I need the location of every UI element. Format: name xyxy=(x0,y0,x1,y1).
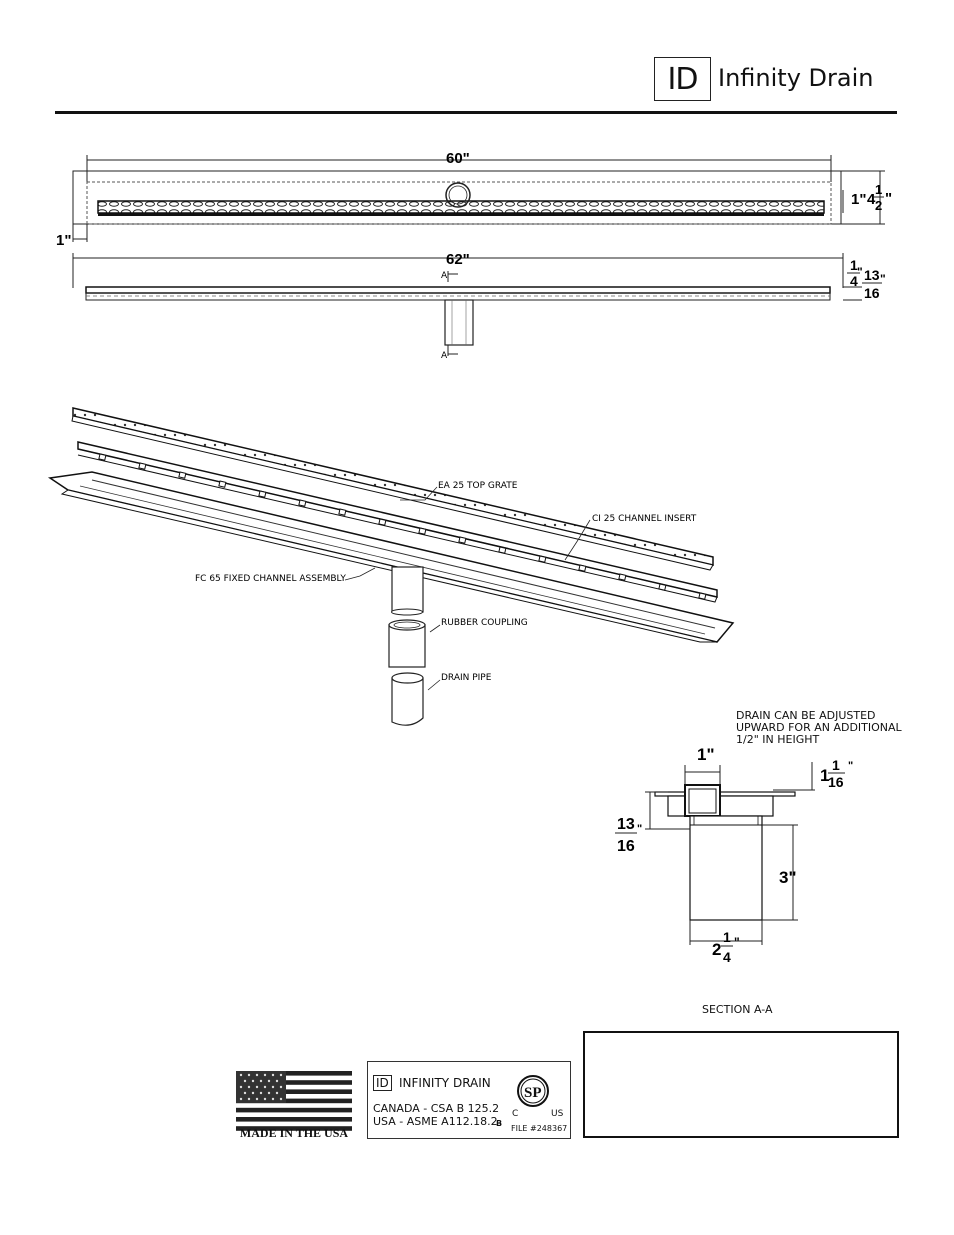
dim-4-unit: " xyxy=(885,190,892,207)
section-view: 1" 1 1 16 " 13 16 " 3" 2 xyxy=(615,745,853,965)
label-fixed-channel: FC 65 FIXED CHANNEL ASSEMBLY xyxy=(195,574,346,584)
header-rule xyxy=(55,111,897,114)
cert-c-mark: C xyxy=(512,1109,519,1119)
us-flag-icon xyxy=(236,1071,352,1131)
section-dim-width-den: 4 xyxy=(723,949,731,965)
exploded-view: EA 25 TOP GRATE CI 25 CHANNEL INSERT FC … xyxy=(47,407,735,726)
top-view: 60" 1" 1" 4 1 2 " xyxy=(56,150,892,249)
logo-mark-text: ID xyxy=(667,61,699,97)
section-note-line1: DRAIN CAN BE ADJUSTED xyxy=(736,709,876,722)
section-note-line2: UPWARD FOR AN ADDITIONAL xyxy=(736,721,902,734)
label-channel-insert: CI 25 CHANNEL INSERT xyxy=(592,514,697,524)
cert-logo-mark: ID xyxy=(373,1075,392,1091)
section-dim-height: 3" xyxy=(779,868,797,887)
section-dim-left-unit: " xyxy=(637,823,642,835)
dim-1-left: 1" xyxy=(56,232,71,249)
made-in-usa-label: MADE IN THE USA xyxy=(239,1126,349,1140)
certification-box: ID INFINITY DRAIN CANADA - CSA B 125.2 U… xyxy=(367,1061,571,1139)
brand-name: Infinity Drain xyxy=(718,64,874,92)
dim-62: 62" xyxy=(446,251,470,268)
section-dim-right-whole: 1 xyxy=(820,766,829,785)
section-dim-left-num: 13 xyxy=(617,816,635,833)
label-drain-pipe: DRAIN PIPE xyxy=(441,673,492,683)
label-top-grate: EA 25 TOP GRATE xyxy=(438,481,518,491)
section-note-line3: 1/2" IN HEIGHT xyxy=(736,733,820,746)
dim-side-2-num: 13 xyxy=(864,267,880,283)
dim-4-whole: 4 xyxy=(867,191,876,208)
section-dim-width-whole: 2 xyxy=(712,940,721,959)
section-mark-top: A xyxy=(441,271,448,281)
dim-60: 60" xyxy=(446,150,470,167)
section-dim-right-num: 1 xyxy=(832,757,840,773)
dim-side-1-den: 4 xyxy=(850,273,858,289)
dim-side-1-num: 1 xyxy=(850,257,858,273)
section-dim-width-num: 1 xyxy=(723,929,731,945)
cert-line-canada: CANADA - CSA B 125.2 xyxy=(373,1102,500,1115)
section-mark-bottom: A xyxy=(441,351,448,361)
section-dim-left-den: 16 xyxy=(617,838,635,855)
notes-box xyxy=(583,1031,899,1138)
cert-line-usa: USA - ASME A112.18.2 xyxy=(373,1115,498,1128)
section-note: DRAIN CAN BE ADJUSTED UPWARD FOR AN ADDI… xyxy=(736,710,902,746)
section-dim-top: 1" xyxy=(697,745,715,764)
section-dim-right-unit: " xyxy=(848,760,853,772)
dim-4-num: 1 xyxy=(875,182,882,197)
dim-side-2-unit: " xyxy=(880,272,886,286)
cert-b-mark: B xyxy=(496,1119,503,1128)
label-rubber-coupling: RUBBER COUPLING xyxy=(441,618,528,628)
dim-side-1-unit: " xyxy=(857,265,863,279)
csa-logo-text: SP xyxy=(524,1085,542,1101)
logo-mark: ID xyxy=(654,57,711,101)
section-dim-right-den: 16 xyxy=(828,774,844,790)
side-view: 62" A A 1 4 " 13 16 " xyxy=(72,251,886,361)
cert-brand: INFINITY DRAIN xyxy=(399,1076,491,1090)
dim-side-2-den: 16 xyxy=(864,285,880,301)
cert-us-mark: US xyxy=(551,1109,564,1119)
section-dim-width-unit: " xyxy=(734,935,740,949)
cert-file-number: FILE #248367 xyxy=(511,1124,568,1133)
dim-1-right: 1" xyxy=(851,191,866,208)
csa-logo-icon: SP xyxy=(517,1075,549,1107)
section-title: SECTION A-A xyxy=(702,1003,773,1016)
dim-4-den: 2 xyxy=(875,198,882,213)
